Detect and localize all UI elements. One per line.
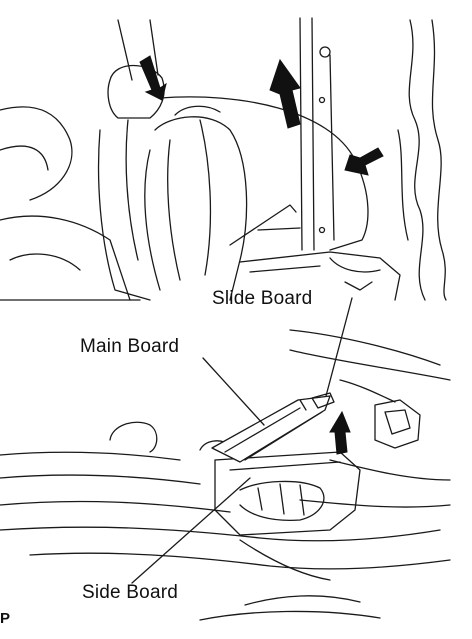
top-panel: [0, 17, 447, 301]
up-arrow-icon: [269, 58, 301, 129]
slide-board-label: Slide Board: [212, 288, 313, 309]
side-board-leader: [131, 477, 251, 584]
corner-code: P: [0, 610, 11, 627]
main-board-leader: [202, 357, 265, 426]
down-arrow-icon: [139, 55, 167, 101]
slide-board-leader: [325, 297, 353, 397]
main-board-label: Main Board: [80, 336, 180, 357]
bottom-panel: [0, 297, 451, 621]
diagonal-arrow-icon: [344, 147, 384, 176]
side-board-label: Side Board: [82, 582, 179, 603]
up-arrow-icon-bottom: [329, 410, 351, 455]
